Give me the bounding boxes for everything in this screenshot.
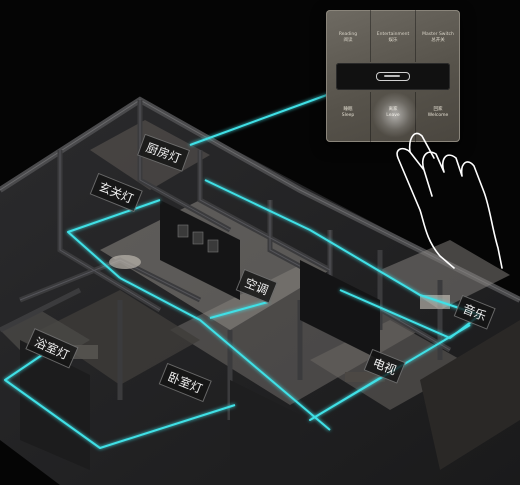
scene-button-label-zh: 回家 [433,107,443,112]
scene-button-label: Entertainment [376,32,410,37]
link-kitchen [189,91,336,146]
scene-button-label: Master Switch [422,32,454,37]
link-ac [209,301,269,319]
link-tv [309,324,471,421]
link-entrance [67,199,161,279]
scene-button-label: Welcome [427,113,449,118]
scene-button-entertainment[interactable]: Entertainment 娱乐 [371,32,415,44]
status-indicator-icon [376,72,410,81]
link-bath [4,354,236,449]
scene-button-label: Reading [338,32,358,37]
touch-highlight [372,92,418,138]
scene-button-label: Sleep [341,113,355,118]
scene-button-reading[interactable]: Reading 阅读 [326,32,370,44]
scene-button-label-zh: 睡眠 [343,107,353,112]
hand-icon [396,132,503,269]
scene-button-master-switch[interactable]: Master Switch 总开关 [416,32,460,44]
room-floor-music [380,240,510,310]
connection-lines [4,91,481,449]
panel-display [336,63,450,90]
scene-button-label-zh: 阅读 [343,38,353,43]
scene-button-welcome[interactable]: 回家 Welcome [416,107,460,119]
link-kitchen-music [204,179,481,339]
scene-button-label-zh: 总开关 [431,38,445,43]
scene-button-label-zh: 娱乐 [388,38,398,43]
link-center [119,277,331,431]
scene-button-sleep[interactable]: 睡眠 Sleep [326,107,370,119]
